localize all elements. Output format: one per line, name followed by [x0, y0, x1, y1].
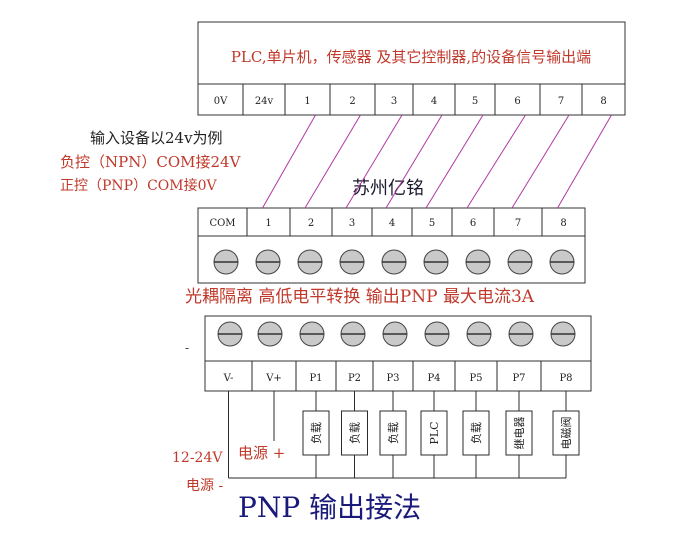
module-input-terminal: 5: [429, 218, 435, 229]
load-label: PLC: [428, 421, 441, 444]
load-box: 电磁阀: [552, 391, 580, 478]
power-voltage: 12-24V: [172, 450, 223, 466]
module-output-block: V- V+ P1 P2 P3 P4 P5 P7 P8: [204, 315, 592, 392]
signal-wire: [466, 114, 526, 209]
terminal-screw: [424, 321, 450, 347]
load-label: 继电器: [513, 417, 526, 450]
load-box: 负载: [341, 391, 368, 478]
terminal-screw: [423, 249, 449, 275]
load-label: 负载: [469, 422, 483, 444]
load-box: 负载: [462, 391, 490, 478]
terminal-screw: [466, 321, 492, 347]
load-label: 负载: [348, 422, 362, 444]
signal-wire: [557, 114, 612, 209]
module-output-terminal: P1: [309, 373, 322, 384]
module-caption: 光耦隔离 高低电平转换 输出PNP 最大电流3A: [185, 287, 535, 307]
module-input-block: COM 1 2 3 4 5 6 7 8: [197, 207, 586, 284]
terminal-screw: [507, 249, 533, 275]
load-box: 继电器: [505, 391, 533, 478]
signal-wire: [304, 114, 361, 209]
terminal-screw: [381, 249, 407, 275]
terminal-screw: [213, 249, 239, 275]
note-input-example: 输入设备以24v为例: [90, 129, 223, 147]
signal-wire: [262, 114, 316, 209]
module-input-terminal: 4: [389, 218, 395, 229]
load-box: 负载: [379, 391, 407, 478]
terminal-screw: [465, 249, 491, 275]
module-output-terminal: P2: [348, 373, 361, 384]
module-output-terminal: P4: [427, 373, 440, 384]
terminal-screw: [217, 321, 243, 347]
load-label: 电磁阀: [559, 417, 573, 450]
source-terminal: 0V: [214, 96, 228, 107]
terminal-screw: [508, 321, 534, 347]
source-terminal: 6: [514, 96, 520, 107]
terminal-screw: [255, 249, 281, 275]
source-terminal: 5: [472, 96, 478, 107]
module-input-terminal: 1: [265, 218, 271, 229]
output-left-mark: -: [185, 341, 189, 355]
terminal-screw: [257, 321, 283, 347]
module-input-terminal: 7: [515, 218, 521, 229]
terminal-screw: [339, 249, 365, 275]
source-block-frame: [197, 21, 626, 116]
source-terminal: 1: [304, 96, 310, 107]
source-terminal: 8: [600, 96, 606, 107]
brand-label: 苏州亿铭: [352, 178, 424, 199]
footer-title: PNP 输出接法: [238, 491, 421, 524]
module-input-terminal: 8: [560, 218, 566, 229]
terminal-screw: [382, 321, 408, 347]
module-output-terminal: P3: [386, 373, 399, 384]
source-terminal: 3: [391, 96, 397, 107]
signal-wire: [425, 114, 484, 209]
load-label: 负载: [386, 422, 400, 444]
load-box: PLC: [420, 391, 448, 478]
module-input-terminal: COM: [209, 218, 235, 229]
signal-wire: [511, 114, 570, 209]
note-pnp: 正控（PNP）COM接0V: [60, 177, 218, 194]
module-output-terminal: P7: [512, 373, 525, 384]
module-input-terminal: 2: [308, 218, 314, 229]
module-input-terminal: 6: [470, 218, 476, 229]
terminal-screw: [550, 321, 576, 347]
power-minus-label: 电源 -: [186, 478, 223, 494]
source-terminal: 4: [431, 96, 437, 107]
signal-wire: [345, 114, 403, 209]
source-terminal: 24v: [255, 96, 274, 107]
source-block: PLC,单片机，传感器 及其它控制器,的设备信号输出端 0V 24v 1 2 3 4 5 6 7…: [197, 21, 626, 116]
source-terminal: 7: [558, 96, 564, 107]
terminal-screw: [297, 249, 323, 275]
source-block-title: PLC,单片机，传感器 及其它控制器,的设备信号输出端: [231, 48, 591, 66]
module-output-terminal: P8: [559, 373, 572, 384]
load-label: 负载: [309, 422, 323, 444]
terminal-screw: [549, 249, 575, 275]
note-npn: 负控（NPN）COM接24V: [60, 153, 242, 171]
terminal-screw: [340, 321, 366, 347]
module-output-terminal: V+: [265, 373, 282, 384]
signal-wire: [385, 114, 443, 209]
load-box: 负载: [302, 391, 330, 478]
source-terminal: 2: [349, 96, 355, 107]
module-output-terminal: P5: [469, 373, 482, 384]
terminal-screw: [299, 321, 325, 347]
power-plus-label: 电源 +: [238, 444, 285, 462]
module-output-terminal: V-: [223, 373, 234, 384]
module-input-terminal: 3: [349, 218, 355, 229]
